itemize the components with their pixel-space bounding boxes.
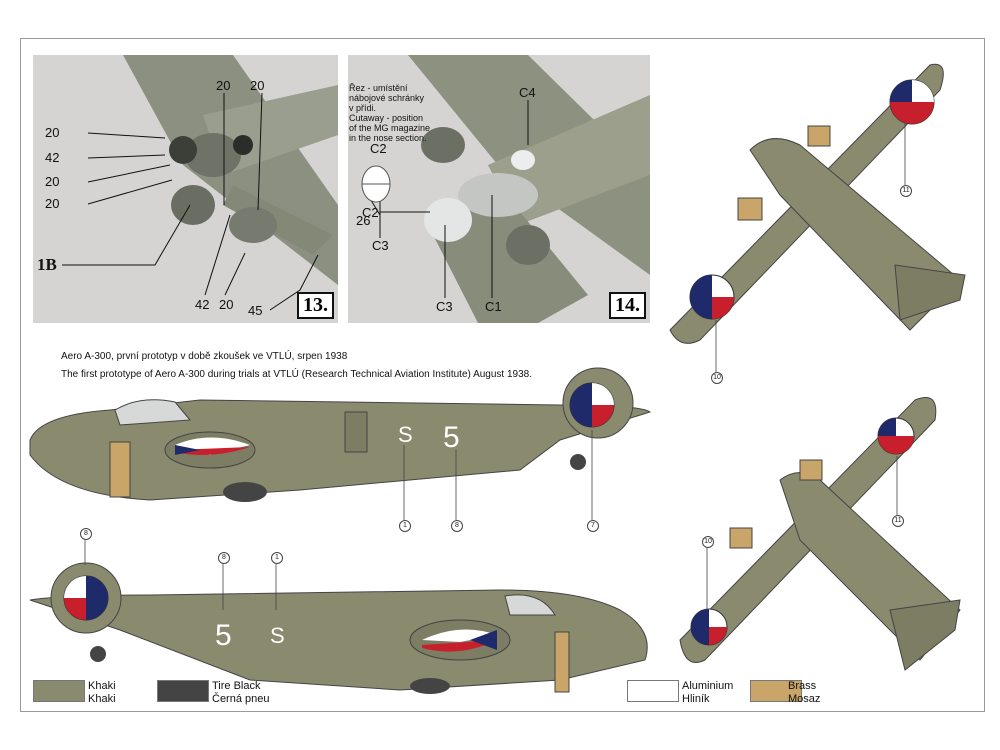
callout-marker: 1 — [399, 520, 411, 532]
part-label: 20 — [219, 297, 234, 312]
callout-marker: 10 — [711, 372, 723, 384]
part-label: 42 — [45, 150, 60, 165]
callout-marker: 7 — [587, 520, 599, 532]
caption-czech: Aero A-300, první prototyp v době zkouše… — [61, 351, 348, 362]
part-label: 20 — [250, 78, 265, 93]
callout-marker: 11 — [892, 515, 904, 527]
part-label: 20 — [45, 174, 60, 189]
side-view-left: S 5 — [29, 367, 652, 502]
part-label: C1 — [485, 299, 502, 314]
part-label: C3 — [372, 238, 389, 253]
code-letter-s: S — [270, 623, 285, 648]
photo-14: 14. — [348, 55, 650, 323]
callout-marker: 8 — [218, 552, 230, 564]
part-label: 20 — [45, 125, 60, 140]
top-view-upper — [669, 63, 966, 344]
part-label: C2 — [362, 205, 379, 220]
side-view-right: 5 S — [29, 562, 648, 694]
callout-marker: 8 — [80, 528, 92, 540]
part-label: 42 — [195, 297, 210, 312]
swatch-aluminium — [627, 680, 679, 702]
cutaway-note: Řez - umístění nábojové schránky v přídi… — [349, 83, 431, 143]
part-label: C3 — [436, 299, 453, 314]
callout-marker: 8 — [451, 520, 463, 532]
photo-13-model-image — [33, 55, 338, 323]
top-view-lower — [679, 397, 961, 671]
code-number-5: 5 — [215, 619, 232, 652]
part-label-1b: 1B — [37, 255, 57, 274]
instruction-sheet-frame — [20, 38, 985, 712]
part-label: C2 — [370, 141, 387, 156]
code-letter-s: S — [398, 422, 413, 447]
part-label: 26 — [356, 213, 371, 228]
swatch-tire-black — [157, 680, 209, 702]
photo-13: 13. — [33, 55, 338, 323]
callout-marker: 10 — [702, 536, 714, 548]
code-number-5: 5 — [443, 421, 460, 454]
caption-english: The first prototype of Aero A-300 during… — [61, 369, 533, 380]
callout-marker: 11 — [900, 185, 912, 197]
photo-14-model-image — [348, 55, 650, 323]
photo-number: 14. — [609, 292, 646, 319]
part-label: 20 — [216, 78, 231, 93]
swatch-khaki — [33, 680, 85, 702]
callout-marker: 1 — [271, 552, 283, 564]
photo-number: 13. — [297, 292, 334, 319]
part-label: C4 — [519, 85, 536, 100]
part-label: 45 — [248, 303, 263, 318]
swatch-brass — [750, 680, 802, 702]
part-label: 20 — [45, 196, 60, 211]
